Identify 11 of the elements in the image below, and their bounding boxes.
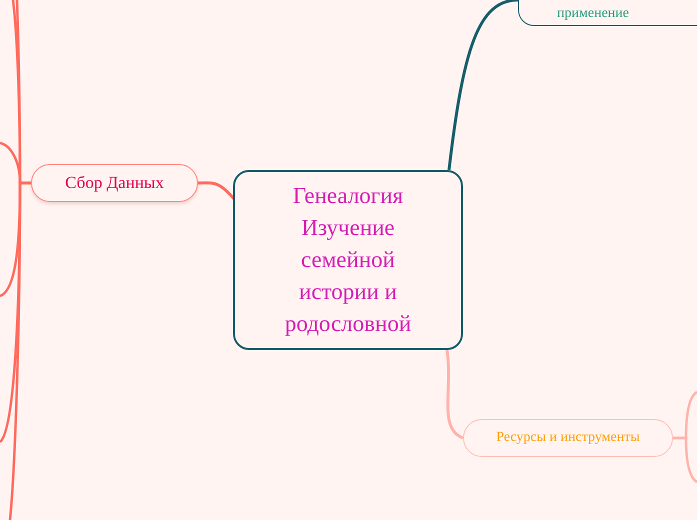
branch-line	[673, 436, 697, 484]
topic-pill	[31, 164, 198, 202]
central-topic-box	[233, 170, 463, 350]
topic-label: применение	[557, 4, 630, 22]
topic-label: Ресурсы и инструменты	[496, 430, 640, 446]
branch-line	[448, 0, 518, 170]
topic-pill	[463, 419, 673, 457]
branch-line	[8, 182, 31, 520]
branch-line	[446, 350, 464, 440]
topic-label: Сбор Данных	[65, 172, 164, 194]
topic-label: Генеалогия Изучение семейной истории и родословной	[284, 182, 412, 338]
